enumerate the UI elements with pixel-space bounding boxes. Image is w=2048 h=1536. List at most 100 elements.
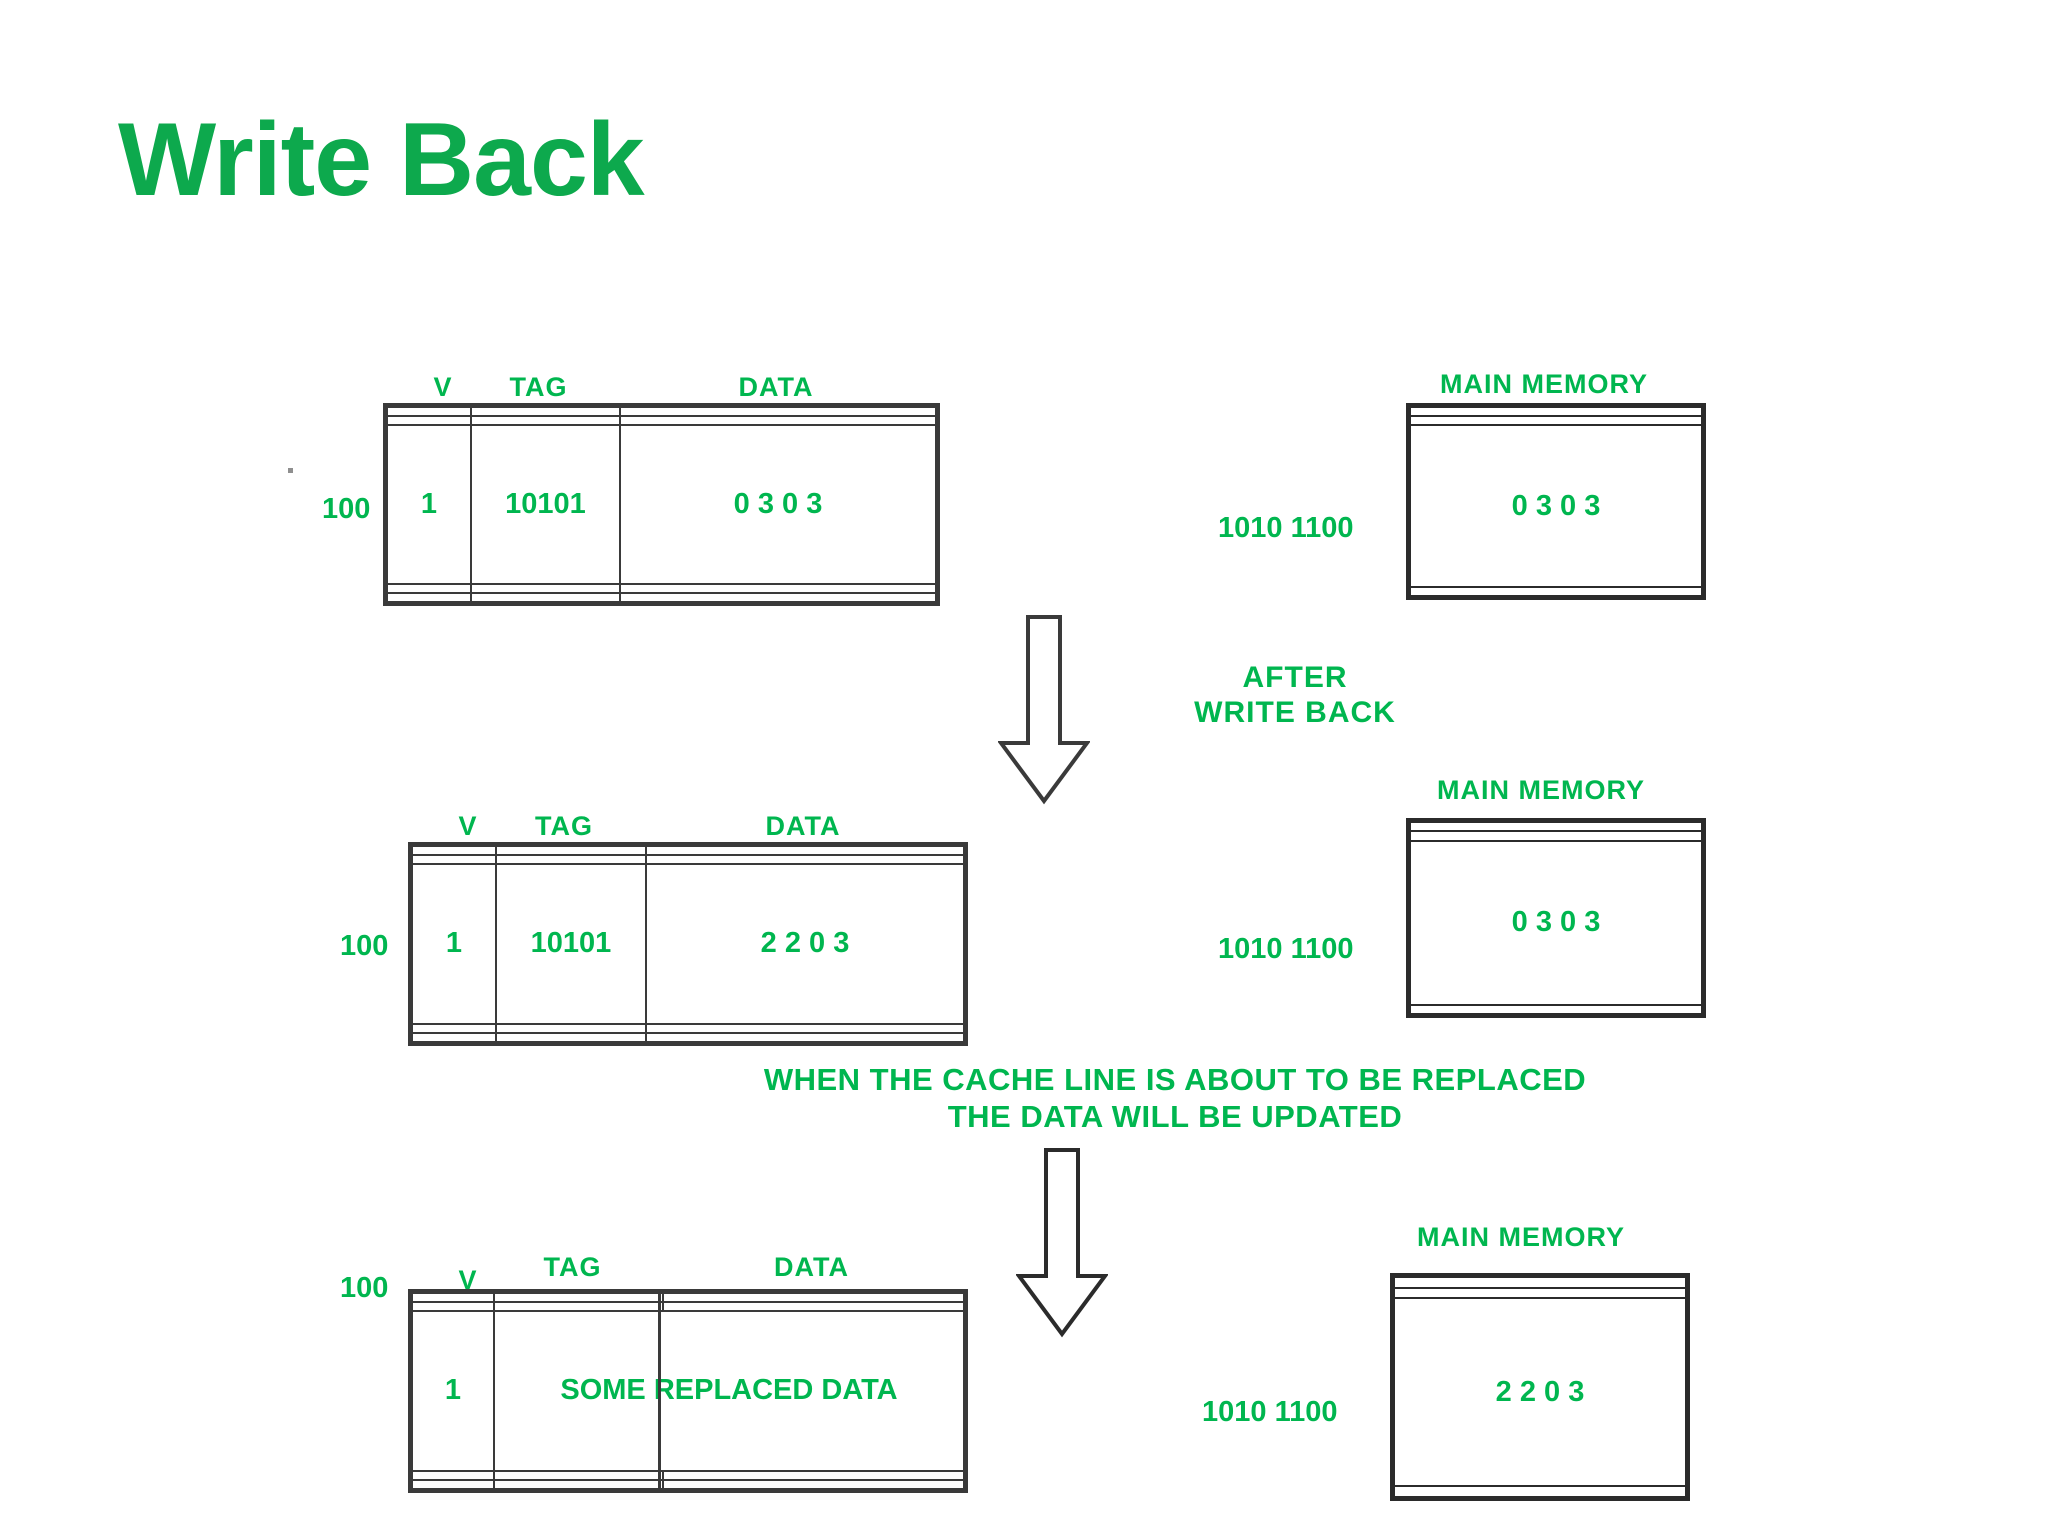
memory-table-3: 2 2 0 3	[1390, 1273, 1690, 1501]
table-row: 1 10101 0 3 0 3	[386, 424, 937, 585]
memory-cell: 0 3 0 3	[1409, 424, 1703, 588]
cache-cell-tag	[495, 854, 647, 866]
cache-cell-data	[662, 1301, 965, 1313]
cache-cell-v	[386, 591, 472, 604]
memory-cell	[1409, 830, 1703, 842]
cache-cell-v: 1	[411, 1310, 495, 1472]
cache-cell-v	[411, 1031, 497, 1044]
caption-replace-note: WHEN THE CACHE LINE IS ABOUT TO BE REPLA…	[763, 1062, 1587, 1134]
cache-cell-data	[619, 591, 937, 604]
cache-cell-v: 1	[386, 424, 472, 585]
cache-cell-data: 2 2 0 3	[645, 863, 965, 1025]
table-row	[411, 1469, 965, 1481]
cache-cell-data	[619, 405, 937, 418]
memory-title-1: MAIN MEMORY	[1440, 369, 1648, 399]
cache-cell-v	[386, 582, 472, 594]
table-row	[411, 854, 965, 866]
cache-cell-data	[662, 1478, 965, 1491]
memory-address-label-1: 1010 1100	[1218, 512, 1354, 544]
down-arrow-icon-1	[997, 615, 1091, 805]
cache-header-data-2: DATA	[765, 811, 841, 841]
page-title: Write Back	[118, 102, 645, 218]
cache-cell-tag	[470, 415, 621, 427]
cache-cell-replaced-data: SOME REPLACED DATA	[493, 1310, 965, 1472]
table-row	[386, 405, 937, 418]
cache-cell-tag	[495, 844, 647, 857]
table-row	[411, 1291, 965, 1304]
cache-cell-tag	[495, 1031, 647, 1044]
table-row	[1393, 1286, 1687, 1300]
table-row: 0 3 0 3	[1409, 839, 1703, 1006]
cache-cell-tag: 10101	[470, 424, 621, 585]
memory-table-2: 0 3 0 3	[1406, 818, 1706, 1018]
cache-header-data-3: DATA	[774, 1252, 849, 1282]
cache-cell-v	[411, 1469, 495, 1481]
table-row	[411, 1301, 965, 1313]
memory-cell	[1409, 585, 1703, 598]
table-row	[1393, 1276, 1687, 1289]
table-row: 0 3 0 3	[1409, 424, 1703, 588]
cache-cell-data: 0 3 0 3	[619, 424, 937, 585]
table-row: 2 2 0 3	[1393, 1297, 1687, 1488]
table-row	[386, 582, 937, 594]
cache-table-2: 1 10101 2 2 0 3	[408, 842, 968, 1046]
cache-cell-data	[619, 415, 937, 427]
cache-cell-data	[645, 1031, 965, 1044]
memory-cell	[1393, 1286, 1687, 1300]
table-row	[386, 591, 937, 604]
cache-cell-v	[411, 1291, 495, 1304]
caption-after-write-back: AFTER WRITE BACK	[1194, 661, 1396, 730]
stray-dot-mark	[288, 468, 293, 473]
cache-cell-data	[645, 854, 965, 866]
cache-cell-tag	[470, 591, 621, 604]
cache-cell-v	[411, 1022, 497, 1034]
cache-header-v-3: V	[458, 1265, 478, 1295]
table-row: 1 SOME REPLACED DATA	[411, 1310, 965, 1472]
memory-title-3: MAIN MEMORY	[1417, 1222, 1625, 1252]
cache-header-tag-1: TAG	[509, 372, 568, 402]
cache-cell-tag	[493, 1291, 664, 1304]
table-row	[1409, 830, 1703, 842]
cache-header-v-2: V	[458, 811, 478, 841]
cache-index-label-1: 100	[322, 493, 371, 525]
cache-cell-tag	[470, 405, 621, 418]
memory-cell	[1409, 405, 1703, 418]
cache-table-3: 1 SOME REPLACED DATA	[408, 1289, 968, 1493]
cache-header-tag-3: TAG	[543, 1252, 602, 1282]
table-row	[1409, 415, 1703, 427]
cache-index-label-2: 100	[340, 930, 389, 962]
cache-cell-v	[386, 415, 472, 427]
table-row	[1409, 820, 1703, 833]
cache-cell-v	[386, 405, 472, 418]
table-row	[1393, 1485, 1687, 1498]
memory-cell: 2 2 0 3	[1393, 1297, 1687, 1488]
memory-table-1: 0 3 0 3	[1406, 403, 1706, 600]
cache-cell-tag	[470, 582, 621, 594]
memory-cell	[1393, 1485, 1687, 1498]
memory-address-label-2: 1010 1100	[1218, 933, 1354, 965]
cache-cell-v	[411, 844, 497, 857]
table-row	[411, 1478, 965, 1491]
down-arrow-icon-2	[1015, 1148, 1109, 1338]
table-row	[411, 1022, 965, 1034]
cache-cell-tag	[493, 1478, 664, 1491]
memory-cell	[1409, 415, 1703, 427]
cache-cell-tag	[493, 1469, 664, 1481]
cache-cell-v	[411, 1478, 495, 1491]
memory-title-2: MAIN MEMORY	[1437, 775, 1645, 805]
table-row	[411, 1031, 965, 1044]
table-row	[386, 415, 937, 427]
memory-cell	[1409, 1003, 1703, 1016]
cache-cell-data	[645, 844, 965, 857]
cache-table-1: 1 10101 0 3 0 3	[383, 403, 940, 606]
cache-header-tag-2: TAG	[535, 811, 593, 841]
cache-cell-tag: 10101	[495, 863, 647, 1025]
cache-cell-data	[645, 1022, 965, 1034]
table-row: 1 10101 2 2 0 3	[411, 863, 965, 1025]
cache-header-data-1: DATA	[738, 372, 814, 402]
table-row	[1409, 1003, 1703, 1016]
table-row	[1409, 585, 1703, 598]
cache-cell-v	[411, 1301, 495, 1313]
memory-cell	[1409, 820, 1703, 833]
table-row	[1409, 405, 1703, 418]
